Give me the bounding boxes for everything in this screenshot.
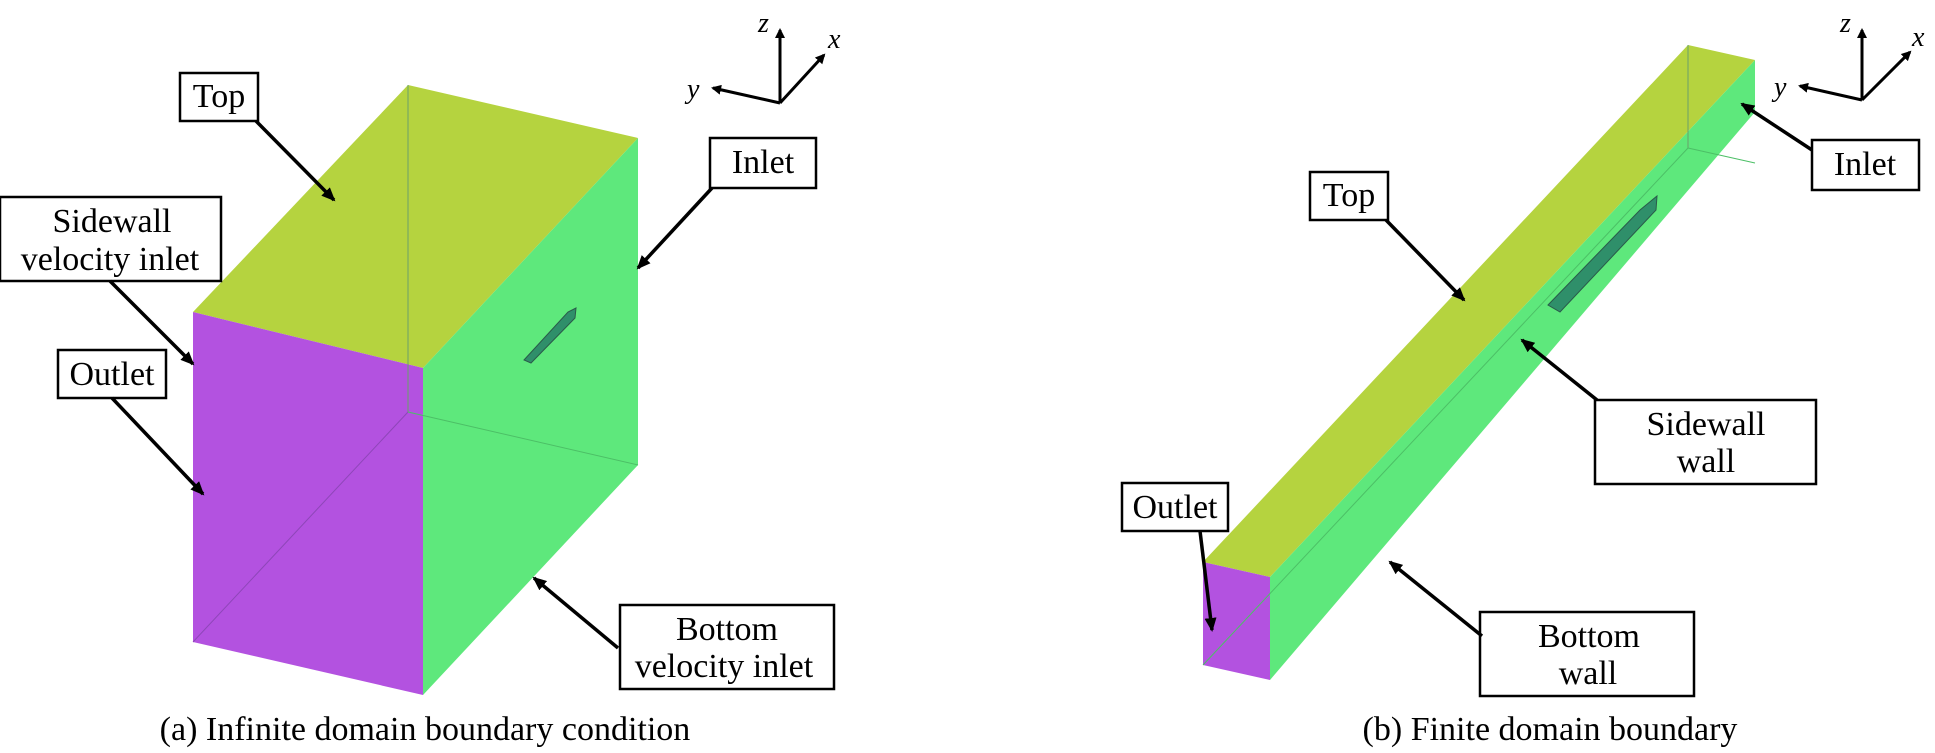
svg-text:Outlet: Outlet	[70, 356, 156, 393]
label-bottom-velocity-inlet: Bottom velocity inlet	[532, 576, 836, 691]
svg-text:Outlet: Outlet	[1133, 489, 1219, 526]
side-face-visible	[1270, 60, 1755, 680]
outlet-face	[193, 312, 423, 695]
ship-hull	[1547, 194, 1658, 313]
label-outlet: Outlet	[1120, 481, 1230, 632]
inlet-face	[423, 138, 638, 695]
svg-text:Top: Top	[1323, 177, 1375, 214]
hidden-edge	[1202, 147, 1689, 666]
label-bottom-wall: Bottom wall	[1388, 560, 1696, 698]
top-face	[1203, 45, 1755, 577]
label-sidewall-wall: Sidewall wall	[1520, 338, 1818, 486]
hidden-edge	[192, 411, 409, 643]
caption-b: (b) Finite domain boundary	[1363, 711, 1738, 748]
svg-text:Sidewall: Sidewall	[1647, 406, 1766, 443]
svg-text:Bottom: Bottom	[1538, 618, 1640, 655]
axis-triad: z y x	[1771, 8, 1925, 103]
axis-z-label: z	[757, 8, 769, 39]
svg-text:Inlet: Inlet	[1834, 146, 1897, 183]
label-top: Top	[1308, 170, 1466, 302]
svg-text:Inlet: Inlet	[732, 144, 795, 181]
hidden-edge	[1687, 147, 1756, 164]
svg-text:Bottom: Bottom	[676, 611, 778, 648]
label-inlet: Inlet	[636, 136, 818, 270]
hidden-edge	[407, 411, 639, 466]
infinite-domain-box	[192, 85, 639, 695]
axis-x-label: x	[1911, 22, 1925, 53]
svg-text:Sidewall: Sidewall	[53, 203, 172, 240]
axis-y-label: y	[1771, 72, 1787, 103]
ship-hull	[523, 307, 577, 364]
caption-a: (a) Infinite domain boundary condition	[160, 711, 691, 748]
axis-x-label: x	[827, 24, 841, 55]
outlet-face	[1203, 562, 1270, 680]
finite-domain-box	[1202, 45, 1756, 680]
svg-text:wall: wall	[1677, 443, 1736, 480]
svg-text:Top: Top	[193, 78, 245, 115]
label-sidewall-velocity-inlet: Sidewall velocity inlet	[0, 195, 223, 366]
label-outlet: Outlet	[56, 348, 205, 496]
axis-triad: z y x	[684, 8, 841, 105]
panel-a: z y x Top Inlet Sidewall velocity inlet …	[0, 8, 841, 748]
top-face	[193, 85, 638, 368]
label-top: Top	[178, 71, 336, 202]
svg-text:wall: wall	[1559, 655, 1618, 692]
svg-text:velocity inlet: velocity inlet	[635, 648, 814, 685]
panel-b: z y x Inlet Top Sidewall wall Outlet	[1120, 8, 1925, 748]
label-inlet: Inlet	[1740, 102, 1921, 192]
axis-y-label: y	[684, 74, 700, 105]
svg-text:velocity inlet: velocity inlet	[21, 241, 200, 278]
axis-z-label: z	[1839, 8, 1851, 39]
